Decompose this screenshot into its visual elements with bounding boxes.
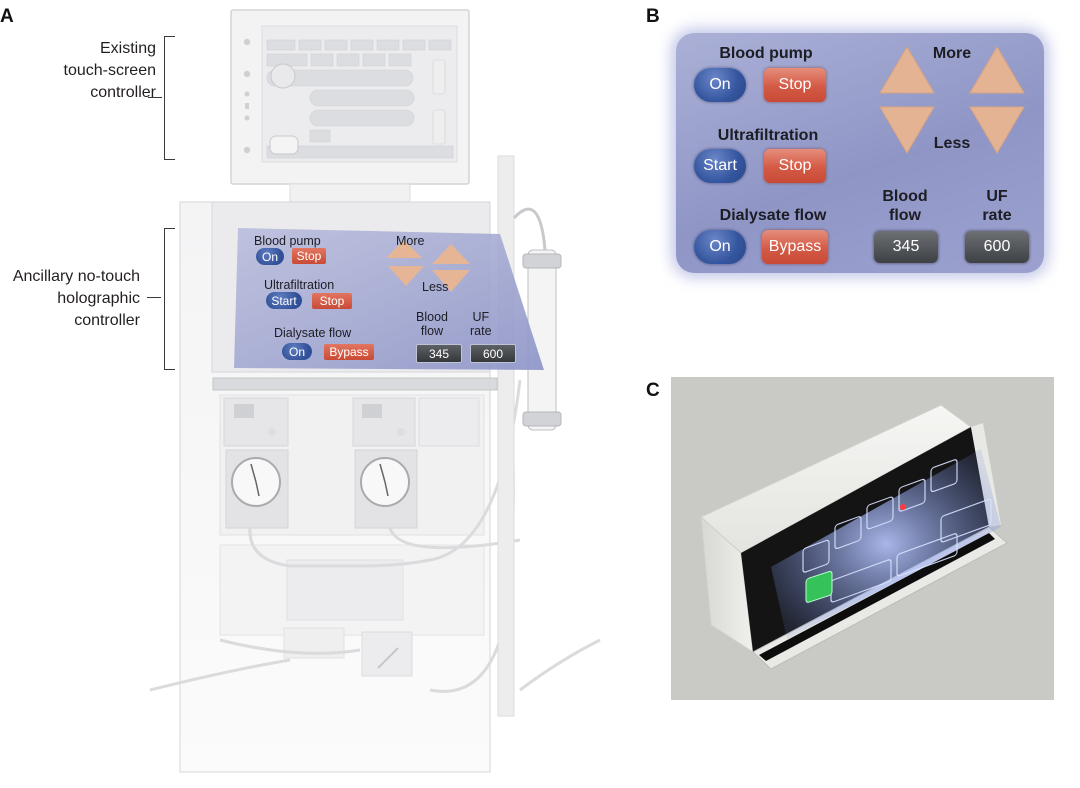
holographic-controller-panel: Blood pump On Stop Ultrafiltration Start… [676,33,1044,273]
ultrafiltration-start-button[interactable]: Start [694,149,746,183]
holo-uf-rate-label-line2: rate [470,324,492,338]
existing-callout-tick [148,97,162,99]
wall-mounted-device-illustration [671,377,1054,700]
holo-blood-flow-label-line2: flow [420,324,444,338]
panel-b-letter: B [646,6,660,27]
ancillary-controller-callout: Ancillary no-touch holographic controlle… [0,266,140,332]
existing-callout-line1: Existing [99,40,156,57]
less-down-arrow-icon[interactable] [878,105,936,155]
holographic-device-photo [671,377,1054,700]
holo-uf-rate-label: UF rate [470,310,492,338]
holo-blood-pump-label: Blood pump [254,234,321,248]
holo-less-label: Less [422,280,449,294]
more-up-arrow-icon[interactable] [878,45,936,95]
holo-ultrafiltration-stop-button[interactable]: Stop [312,293,352,309]
holo-ultrafiltration-start-button[interactable]: Start [266,292,302,309]
existing-controller-callout: Existing touch-screen controller [44,38,157,104]
blood-flow-label-line2: flow [889,207,921,224]
uf-rate-display: 600 [965,231,1029,263]
less-down-arrow-icon[interactable] [968,105,1026,155]
holo-uf-rate-label-line1: UF [472,310,490,324]
holo-blood-pump-on-button[interactable]: On [256,248,284,265]
holo-ultrafiltration-label: Ultrafiltration [264,278,335,292]
dialysate-on-button[interactable]: On [694,230,746,264]
uf-rate-label: UF rate [962,187,1032,225]
ancillary-callout-tick [147,297,161,299]
existing-callout-line3: controller [90,84,156,101]
more-label: More [932,45,972,62]
ancillary-callout-line2: holographic [57,290,140,307]
holo-blood-pump-stop-button[interactable]: Stop [292,248,326,264]
panel-c-letter: C [646,380,660,401]
holo-dialysate-label: Dialysate flow [274,326,352,340]
holo-uf-rate-display: 600 [470,344,516,363]
ancillary-callout-line1: Ancillary no-touch [12,268,140,285]
panel-a-letter: A [0,6,14,27]
holo-blood-flow-label-line1: Blood [416,310,448,324]
ancillary-callout-line3: controller [74,312,140,329]
blood-pump-label: Blood pump [719,45,813,62]
more-up-arrow-icon[interactable] [968,45,1026,95]
dialysate-flow-label: Dialysate flow [719,207,827,224]
dialysis-machine-illustration [149,9,601,773]
uf-rate-label-line1: UF [986,188,1008,205]
dialysate-bypass-button[interactable]: Bypass [762,230,828,264]
existing-callout-bracket [164,36,175,160]
blood-pump-stop-button[interactable]: Stop [764,68,826,102]
holo-blood-flow-label: Blood flow [416,310,448,338]
holo-dialysate-bypass-button[interactable]: Bypass [324,344,374,360]
holo-dialysate-on-button[interactable]: On [282,343,312,360]
blood-flow-display: 345 [874,231,938,263]
blood-flow-label: Blood flow [870,187,940,225]
holographic-controller-overlay: Blood pump On Stop Ultrafiltration Start… [236,228,536,374]
blood-flow-label-line1: Blood [882,188,928,205]
uf-rate-label-line2: rate [982,207,1012,224]
holo-more-label: More [396,234,425,248]
ultrafiltration-label: Ultrafiltration [717,127,819,144]
less-label: Less [933,135,971,152]
holo-blood-flow-display: 345 [416,344,462,363]
ancillary-callout-bracket [164,228,175,370]
existing-callout-line2: touch-screen [63,62,157,79]
ultrafiltration-stop-button[interactable]: Stop [764,149,826,183]
blood-pump-on-button[interactable]: On [694,68,746,102]
